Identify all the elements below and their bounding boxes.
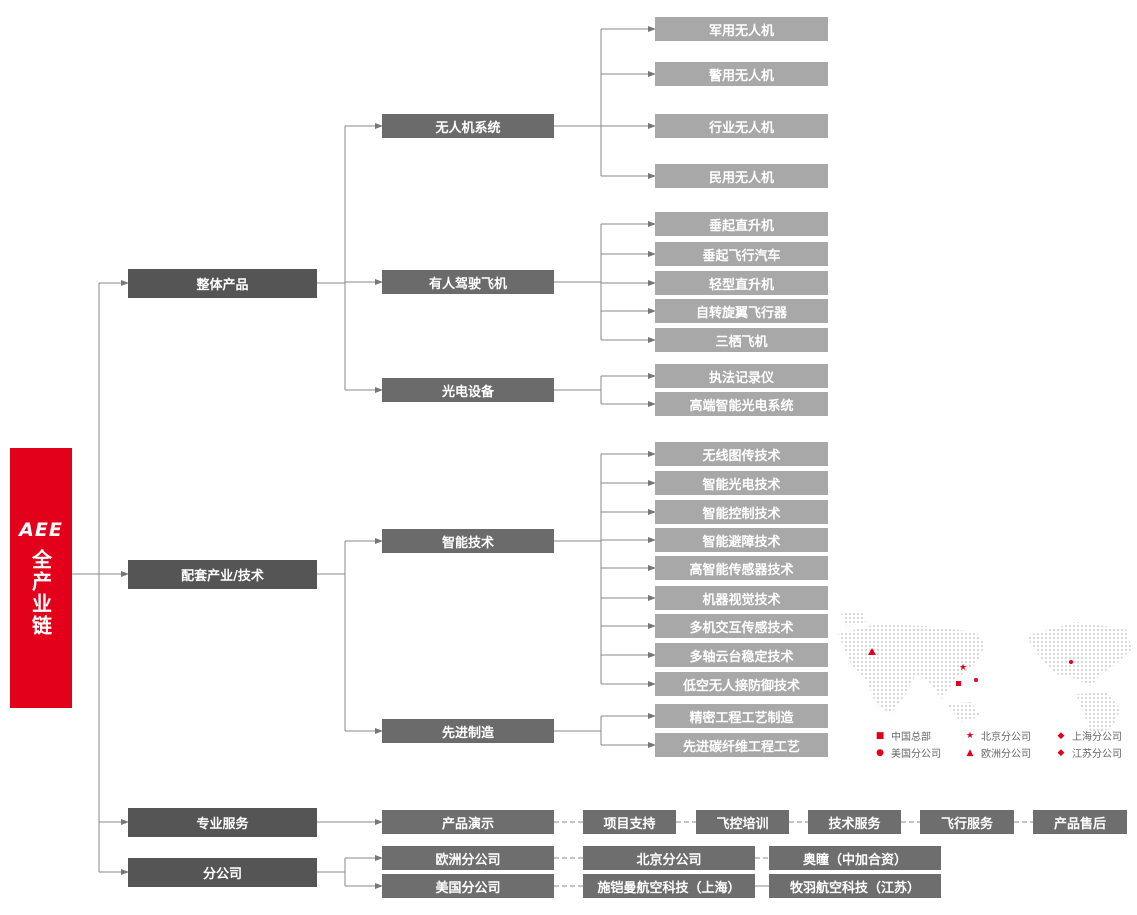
subcategory-box[interactable]: 智能技术 bbox=[382, 529, 554, 553]
square-marker-icon: ■ bbox=[875, 730, 885, 741]
service-item-box[interactable]: 产品演示 bbox=[382, 810, 554, 834]
hq-marker-icon bbox=[956, 681, 961, 686]
leaf-item-box[interactable]: 机器视觉技术 bbox=[655, 586, 828, 610]
leaf-item-box[interactable]: 执法记录仪 bbox=[655, 364, 828, 388]
triangle-marker-icon: ▲ bbox=[966, 747, 974, 758]
legend-label: 中国总部 bbox=[891, 732, 931, 743]
service-item-box[interactable]: 技术服务 bbox=[808, 810, 901, 834]
leaf-item-box[interactable]: 高智能传感器技术 bbox=[655, 556, 828, 580]
legend-item: ● 美国分公司 bbox=[875, 745, 941, 761]
category-services[interactable]: 专业服务 bbox=[128, 807, 317, 837]
legend-item: ◆ 上海分公司 bbox=[1056, 728, 1122, 744]
usa-marker-icon bbox=[1069, 660, 1073, 664]
leaf-item-box[interactable]: 无线图传技术 bbox=[655, 442, 828, 466]
leaf-item-box[interactable]: 多轴云台稳定技术 bbox=[655, 643, 828, 667]
leaf-item-box[interactable]: 智能避障技术 bbox=[655, 528, 828, 552]
subcategory-box[interactable]: 无人机系统 bbox=[382, 114, 554, 138]
legend-label: 美国分公司 bbox=[891, 749, 941, 760]
leaf-item-box[interactable]: 警用无人机 bbox=[655, 62, 828, 86]
legend-label: 上海分公司 bbox=[1072, 732, 1122, 743]
legend-label: 欧洲分公司 bbox=[981, 749, 1031, 760]
diamond-marker-icon: ◆ bbox=[1057, 730, 1065, 741]
leaf-item-box[interactable]: 军用无人机 bbox=[655, 17, 828, 41]
branch-item-box[interactable]: 施铠曼航空科技（上海） bbox=[583, 874, 755, 898]
leaf-item-box[interactable]: 垂起飞行汽车 bbox=[655, 242, 828, 266]
category-supporting[interactable]: 配套产业/技术 bbox=[128, 559, 317, 589]
legend-item: ▲ 欧洲分公司 bbox=[965, 745, 1031, 761]
legend-label: 江苏分公司 bbox=[1072, 749, 1122, 760]
leaf-item-box[interactable]: 垂起直升机 bbox=[655, 212, 828, 236]
category-branches[interactable]: 分公司 bbox=[128, 857, 317, 887]
category-products[interactable]: 整体产品 bbox=[128, 268, 317, 298]
europe-marker-icon bbox=[868, 648, 876, 655]
root-title: 全产业链 bbox=[28, 549, 53, 637]
shanghai-marker-icon bbox=[974, 678, 978, 682]
full-industry-chain-root: AEE 全产业链 bbox=[10, 448, 72, 708]
legend-label: 北京分公司 bbox=[981, 732, 1031, 743]
leaf-item-box[interactable]: 轻型直升机 bbox=[655, 271, 828, 295]
leaf-item-box[interactable]: 行业无人机 bbox=[655, 114, 828, 138]
branch-item-box[interactable]: 奥瞳（中加合资） bbox=[769, 846, 941, 870]
leaf-item-box[interactable]: 三栖飞机 bbox=[655, 328, 828, 352]
service-item-box[interactable]: 项目支持 bbox=[583, 810, 676, 834]
leaf-item-box[interactable]: 高端智能光电系统 bbox=[655, 392, 828, 416]
leaf-item-box[interactable]: 民用无人机 bbox=[655, 164, 828, 188]
leaf-item-box[interactable]: 先进碳纤维工程工艺 bbox=[655, 733, 828, 757]
branch-item-box[interactable]: 北京分公司 bbox=[583, 846, 755, 870]
leaf-item-box[interactable]: 智能光电技术 bbox=[655, 471, 828, 495]
subcategory-box[interactable]: 光电设备 bbox=[382, 378, 554, 402]
branch-item-box[interactable]: 牧羽航空科技（江苏） bbox=[769, 874, 941, 898]
service-item-box[interactable]: 产品售后 bbox=[1033, 810, 1127, 834]
aee-logo: AEE bbox=[19, 519, 63, 541]
service-item-box[interactable]: 飞行服务 bbox=[920, 810, 1014, 834]
legend-item: ■ 中国总部 bbox=[875, 728, 931, 744]
legend-item: ◆ 江苏分公司 bbox=[1056, 745, 1122, 761]
service-item-box[interactable]: 飞控培训 bbox=[696, 810, 789, 834]
diamond-marker-icon: ◆ bbox=[1057, 747, 1065, 758]
subcategory-box[interactable]: 先进制造 bbox=[382, 719, 554, 743]
branch-item-box[interactable]: 欧洲分公司 bbox=[382, 846, 554, 870]
dot-marker-icon: ● bbox=[876, 747, 884, 758]
star-marker-icon: ★ bbox=[965, 730, 975, 741]
leaf-item-box[interactable]: 智能控制技术 bbox=[655, 500, 828, 524]
subcategory-box[interactable]: 有人驾驶飞机 bbox=[382, 270, 554, 294]
leaf-item-box[interactable]: 自转旋翼飞行器 bbox=[655, 299, 828, 323]
branch-item-box[interactable]: 美国分公司 bbox=[382, 874, 554, 898]
world-map: ★ bbox=[838, 610, 1132, 734]
beijing-marker-icon: ★ bbox=[959, 663, 967, 673]
legend-item: ★ 北京分公司 bbox=[965, 728, 1031, 744]
leaf-item-box[interactable]: 多机交互传感技术 bbox=[655, 614, 828, 638]
leaf-item-box[interactable]: 精密工程工艺制造 bbox=[655, 704, 828, 728]
leaf-item-box[interactable]: 低空无人接防御技术 bbox=[655, 672, 828, 696]
